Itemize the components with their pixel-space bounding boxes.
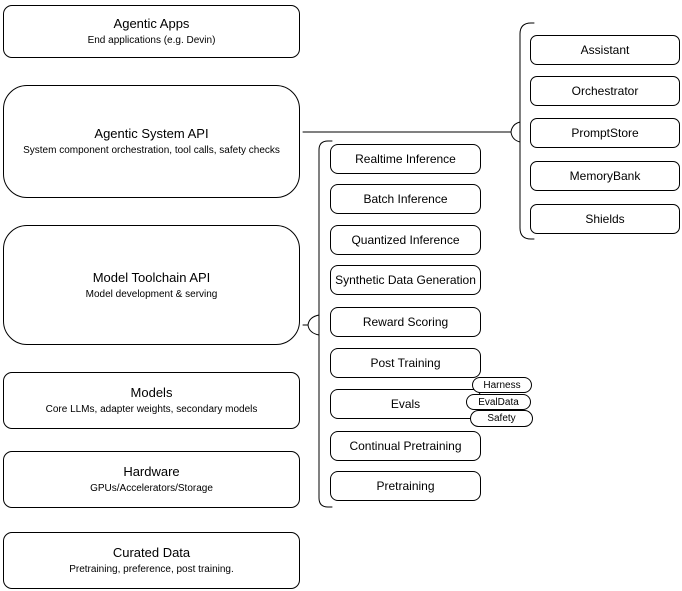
node-title: Hardware bbox=[123, 464, 180, 479]
node-model-toolchain-api: Model Toolchain API Model development & … bbox=[3, 225, 300, 345]
node-hardware: Hardware GPUs/Accelerators/Storage bbox=[3, 451, 300, 508]
node-reward-scoring: Reward Scoring bbox=[330, 307, 481, 337]
node-continual-pretraining: Continual Pretraining bbox=[330, 431, 481, 461]
node-subtitle: Core LLMs, adapter weights, secondary mo… bbox=[45, 404, 258, 415]
node-memorybank: MemoryBank bbox=[530, 161, 680, 191]
node-models: Models Core LLMs, adapter weights, secon… bbox=[3, 372, 300, 429]
node-orchestrator: Orchestrator bbox=[530, 76, 680, 106]
node-subtitle: System component orchestration, tool cal… bbox=[23, 145, 280, 156]
node-title: Agentic Apps bbox=[113, 16, 190, 31]
node-pretraining: Pretraining bbox=[330, 471, 481, 501]
node-subtitle: Model development & serving bbox=[85, 288, 218, 300]
node-subtitle: End applications (e.g. Devin) bbox=[87, 35, 216, 46]
node-realtime-inference: Realtime Inference bbox=[330, 144, 481, 174]
node-promptstore: PromptStore bbox=[530, 118, 680, 148]
node-synthetic-data-generation: Synthetic Data Generation bbox=[330, 265, 481, 295]
system-api-connector-fork bbox=[510, 121, 521, 143]
node-title: Model Toolchain API bbox=[92, 269, 211, 285]
node-subtitle: Pretraining, preference, post training. bbox=[69, 564, 234, 575]
node-agentic-apps: Agentic Apps End applications (e.g. Devi… bbox=[3, 5, 300, 58]
node-assistant: Assistant bbox=[530, 35, 680, 65]
node-title: Models bbox=[130, 385, 173, 400]
node-title: Curated Data bbox=[112, 545, 191, 560]
node-evals: Evals bbox=[330, 389, 481, 419]
node-post-training: Post Training bbox=[330, 348, 481, 378]
node-subtitle: GPUs/Accelerators/Storage bbox=[90, 483, 213, 494]
pill-evaldata: EvalData bbox=[466, 394, 531, 410]
node-curated-data: Curated Data Pretraining, preference, po… bbox=[3, 532, 300, 589]
node-title: Agentic System API bbox=[94, 126, 209, 141]
pill-safety: Safety bbox=[470, 410, 533, 427]
node-batch-inference: Batch Inference bbox=[330, 184, 481, 214]
toolchain-connector-fork bbox=[307, 314, 320, 336]
node-shields: Shields bbox=[530, 204, 680, 234]
pill-harness: Harness bbox=[472, 377, 532, 393]
node-quantized-inference: Quantized Inference bbox=[330, 225, 481, 255]
node-agentic-system-api: Agentic System API System component orch… bbox=[3, 85, 300, 198]
